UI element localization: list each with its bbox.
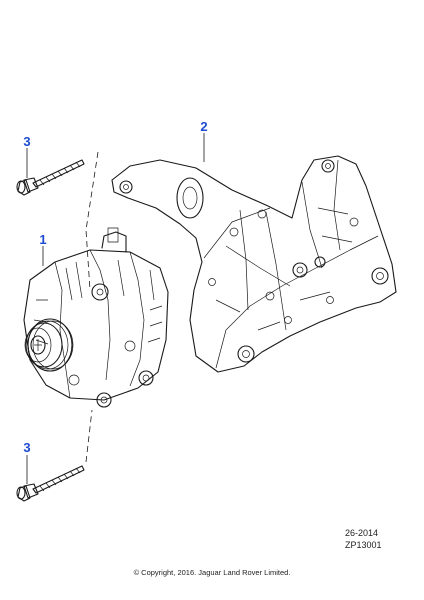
callout-number-3-lower: 3 (23, 440, 30, 455)
callout-number-2: 2 (200, 119, 207, 134)
bolt-upper (16, 159, 85, 196)
callout-number-1: 1 (39, 232, 46, 247)
alternator (23, 227, 169, 408)
section-reference: 26-2014 (345, 528, 379, 538)
mounting-bracket (111, 155, 397, 373)
bolt-lower (16, 465, 85, 502)
callout-number-3-upper: 3 (23, 134, 30, 149)
plate-reference: ZP13001 (345, 540, 382, 550)
copyright-notice: © Copyright, 2016. Jaguar Land Rover Lim… (133, 568, 291, 577)
alignment-line-upper (85, 151, 99, 291)
alignment-line-lower (85, 409, 93, 463)
